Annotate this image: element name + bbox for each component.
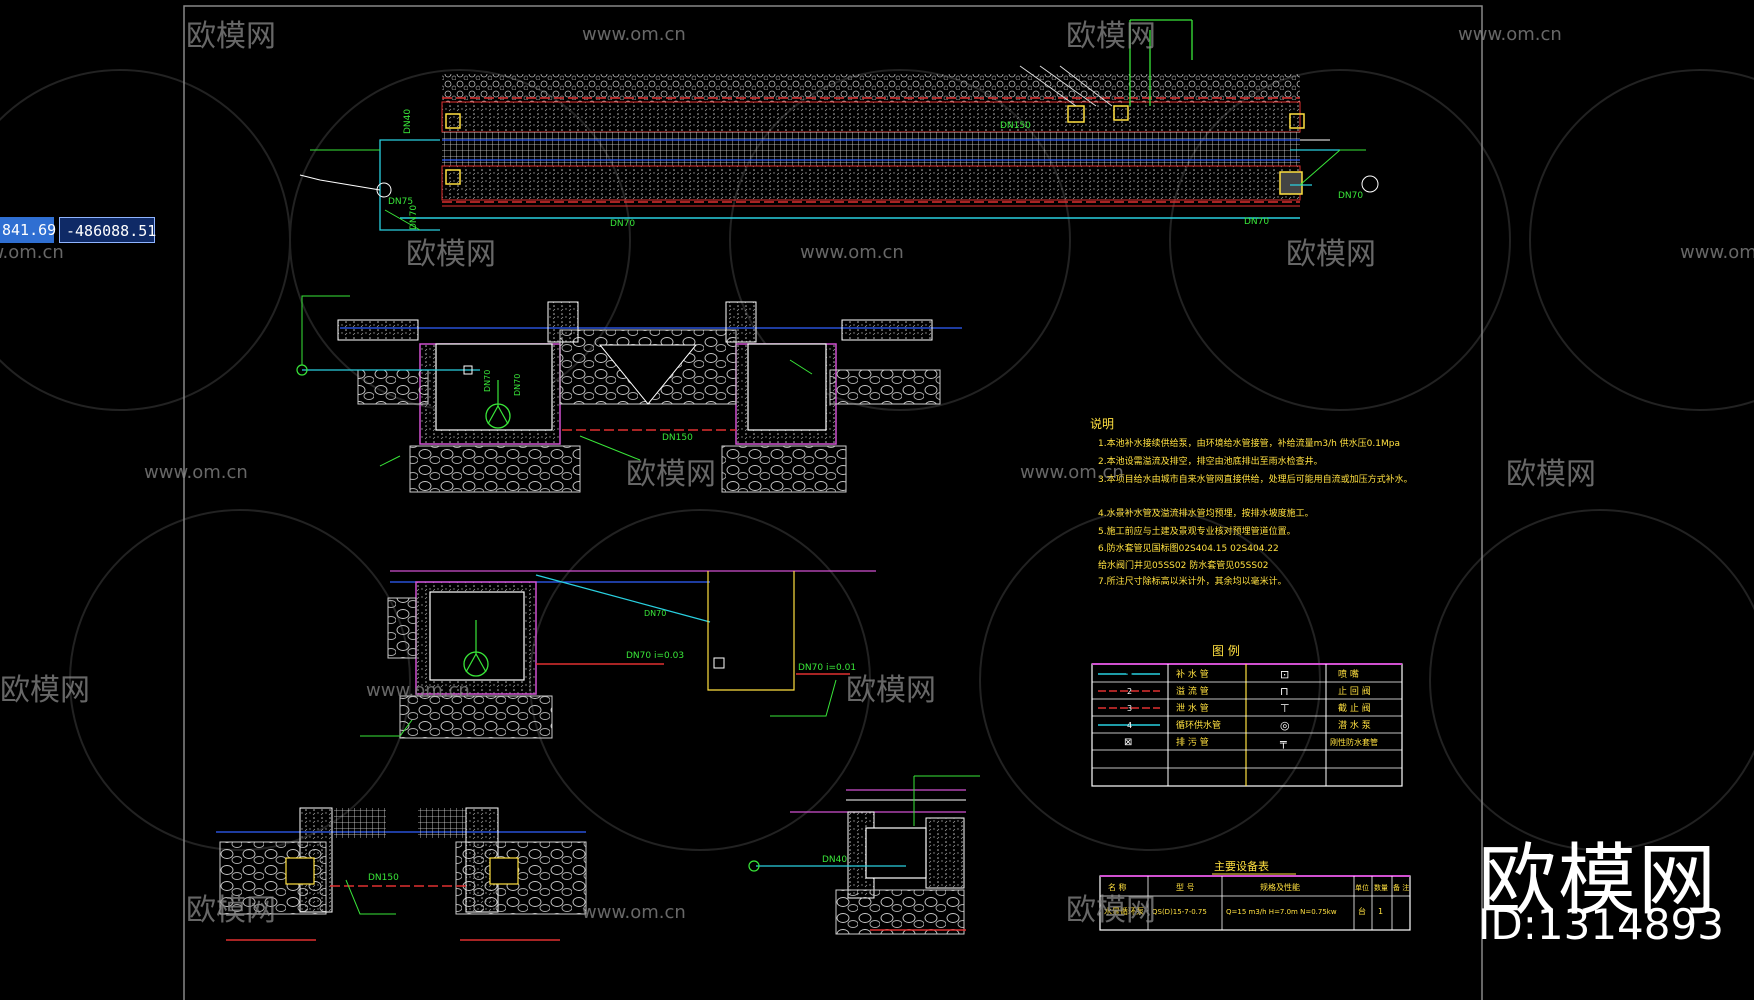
section-a[interactable]: DN150 DN70 DN70 [296,295,962,493]
legend-desc-1: 喷 嘴 [1338,669,1359,680]
design-notes: 说明 1.本池补水接续供给泵，由环境给水管接管，补给流量m3/h 供水压0.1M… [1090,416,1413,587]
section-a-dn150: DN150 [662,433,693,443]
equipment-header-remark: 备 注 [1393,883,1409,892]
legend-title: 图 例 [1212,644,1240,658]
watermark-site: www.om.cn [0,242,64,263]
equipment-cell-unit: 台 [1358,906,1366,916]
plan-dn150: DN150 [1000,121,1031,131]
detail-c-dn150: DN150 [368,873,399,883]
watermark-site: www.om.cn [144,462,248,483]
note-3: 3.本项目给水由城市自来水管网直接供给，处理后可能用自流或加压方式补水。 [1098,473,1413,485]
equipment-table: 主要设备表 名 称 型 号 规格及性能 单位 数量 备 注 水景循环泵 QS(D… [1099,859,1411,931]
detail-c-dn40: DN40 [822,855,847,865]
plan-view[interactable]: DN40 DN75 DN70 DN70 DN70 DN70 DN150 [299,19,1379,231]
note-6: 6.防水套管见国标图02S404.15 02S404.22 [1098,542,1279,554]
equipment-header-spec: 规格及性能 [1260,882,1300,892]
plan-dn70-left: DN70 [409,205,419,230]
legend-name-5: 排 污 管 [1176,736,1209,748]
watermark-logo: 欧模网 [846,673,936,708]
watermark-logo: 欧模网 [1066,893,1156,928]
legend-desc-4: 潜 水 泵 [1338,719,1371,731]
watermark-logo: 欧模网 [186,893,276,928]
drawing-frame [183,5,1483,1000]
section-b-dn70-slope: DN70 i=0.03 [626,651,684,661]
legend-name-3: 泄 水 管 [1176,702,1209,714]
legend-desc-3: 截 止 阀 [1338,702,1371,714]
watermark-logo: 欧模网 [1506,457,1596,492]
legend-symbol-1: ⊡ [1280,668,1289,681]
legend-line-2: 2 [1127,687,1132,696]
watermark-site-layer: www.om.cn www.om.cn www.om.cn www.om.cn … [0,24,1754,923]
equipment-cell-qty: 1 [1378,907,1383,916]
detail-c[interactable]: DN150 DN40 [216,775,980,941]
watermark-site: www.om.cn [582,902,686,923]
section-b-dn70-slope2: DN70 i=0.01 [798,663,856,673]
legend-desc-5: 刚性防水套管 [1330,737,1378,747]
section-a-dn70-b: DN70 [513,374,522,396]
equipment-title: 主要设备表 [1214,859,1269,873]
equipment-cell-name: 水景循环泵 [1104,906,1144,916]
section-b-dn70: DN70 [644,609,666,618]
legend-name-2: 溢 流 管 [1176,685,1209,697]
note-4: 4.水景补水管及溢流排水管均预埋，按排水坡度施工。 [1098,507,1314,519]
legend-name-1: 补 水 管 [1176,668,1209,680]
legend-symbol-2: ⊓ [1280,685,1289,698]
watermark-brand-large: 欧模网 [1478,836,1719,926]
legend-symbol-4: ◎ [1280,719,1290,732]
equipment-header-unit: 单位 [1355,883,1369,892]
section-a-dn70-a: DN70 [483,370,492,392]
note-1: 1.本池补水接续供给泵，由环境给水管接管，补给流量m3/h 供水压0.1Mpa [1098,437,1400,449]
equipment-header-qty: 数量 [1374,883,1388,892]
watermark-site: www.om.cn [366,680,470,701]
plan-dn40: DN40 [403,109,413,134]
watermark-site: www.om.cn [800,242,904,263]
equipment-cell-model: QS(D)15-7-0.75 [1152,908,1207,916]
watermark-logo: 欧模网 [406,237,496,272]
legend-name-4: 循环供水管 [1176,719,1221,731]
watermark-logo: 欧模网 [186,19,276,54]
coordinate-y-input[interactable]: -486088.51 [59,217,156,243]
watermark-site: www.om.cn [1458,24,1562,45]
note-2: 2.本池设需溢流及排空，排空由池底排出至雨水检查井。 [1098,455,1323,467]
plan-dn75: DN75 [388,197,413,207]
watermark-logo: 欧模网 [626,457,716,492]
legend-line-3: 3 [1127,704,1132,713]
watermark-site: www.om.cn [582,24,686,45]
coordinate-x-input[interactable]: 841.69 [0,217,56,243]
note-7: 7.所注尺寸除标高以米计外，其余均以毫米计。 [1098,575,1287,587]
legend-line-4: 4 [1127,721,1132,730]
watermark-site: www.om.cn [1680,242,1754,263]
watermark-logo: 欧模网 [1286,237,1376,272]
note-6b: 给水阀门井见05SS02 防水套管见05SS02 [1098,559,1269,571]
legend-line-1: 1 [1127,670,1132,679]
plan-dn70-right: DN70 [1244,217,1269,227]
watermark-logo: 欧模网 [1066,19,1156,54]
legend-symbol-5: ╤ [1279,736,1287,749]
watermark-logo: 欧模网 [0,673,90,708]
watermark-site: www.om.cn [1020,462,1124,483]
watermark-id: ID:1314893 [1478,900,1724,949]
equipment-header-model: 型 号 [1176,883,1195,892]
notes-title: 说明 [1090,416,1114,431]
plan-dn70-bottom: DN70 [610,219,635,229]
legend-line-5: ⊠ [1124,737,1132,748]
equipment-cell-spec: Q=15 m3/h H=7.0m N=0.75kw [1226,908,1337,916]
legend-desc-2: 止 回 阀 [1338,685,1371,697]
legend-table: 图 例 1 2 3 4 ⊠ 补 水 管 溢 流 管 泄 水 管 循环供水管 排 … [1091,644,1403,787]
plan-d70: DN70 [1338,191,1363,201]
note-5: 5.施工前应与土建及景观专业核对预埋管道位置。 [1098,525,1296,537]
equipment-header-name: 名 称 [1108,882,1127,892]
section-b[interactable]: DN70 DN70 i=0.03 DN70 i=0.01 [360,570,876,739]
legend-symbol-3: ⊤ [1280,702,1290,715]
watermark-layer: 欧模网 欧模网 欧模网 欧模网 欧模网 欧模网 欧模网 欧模网 欧模网 欧模网 [0,19,1596,928]
